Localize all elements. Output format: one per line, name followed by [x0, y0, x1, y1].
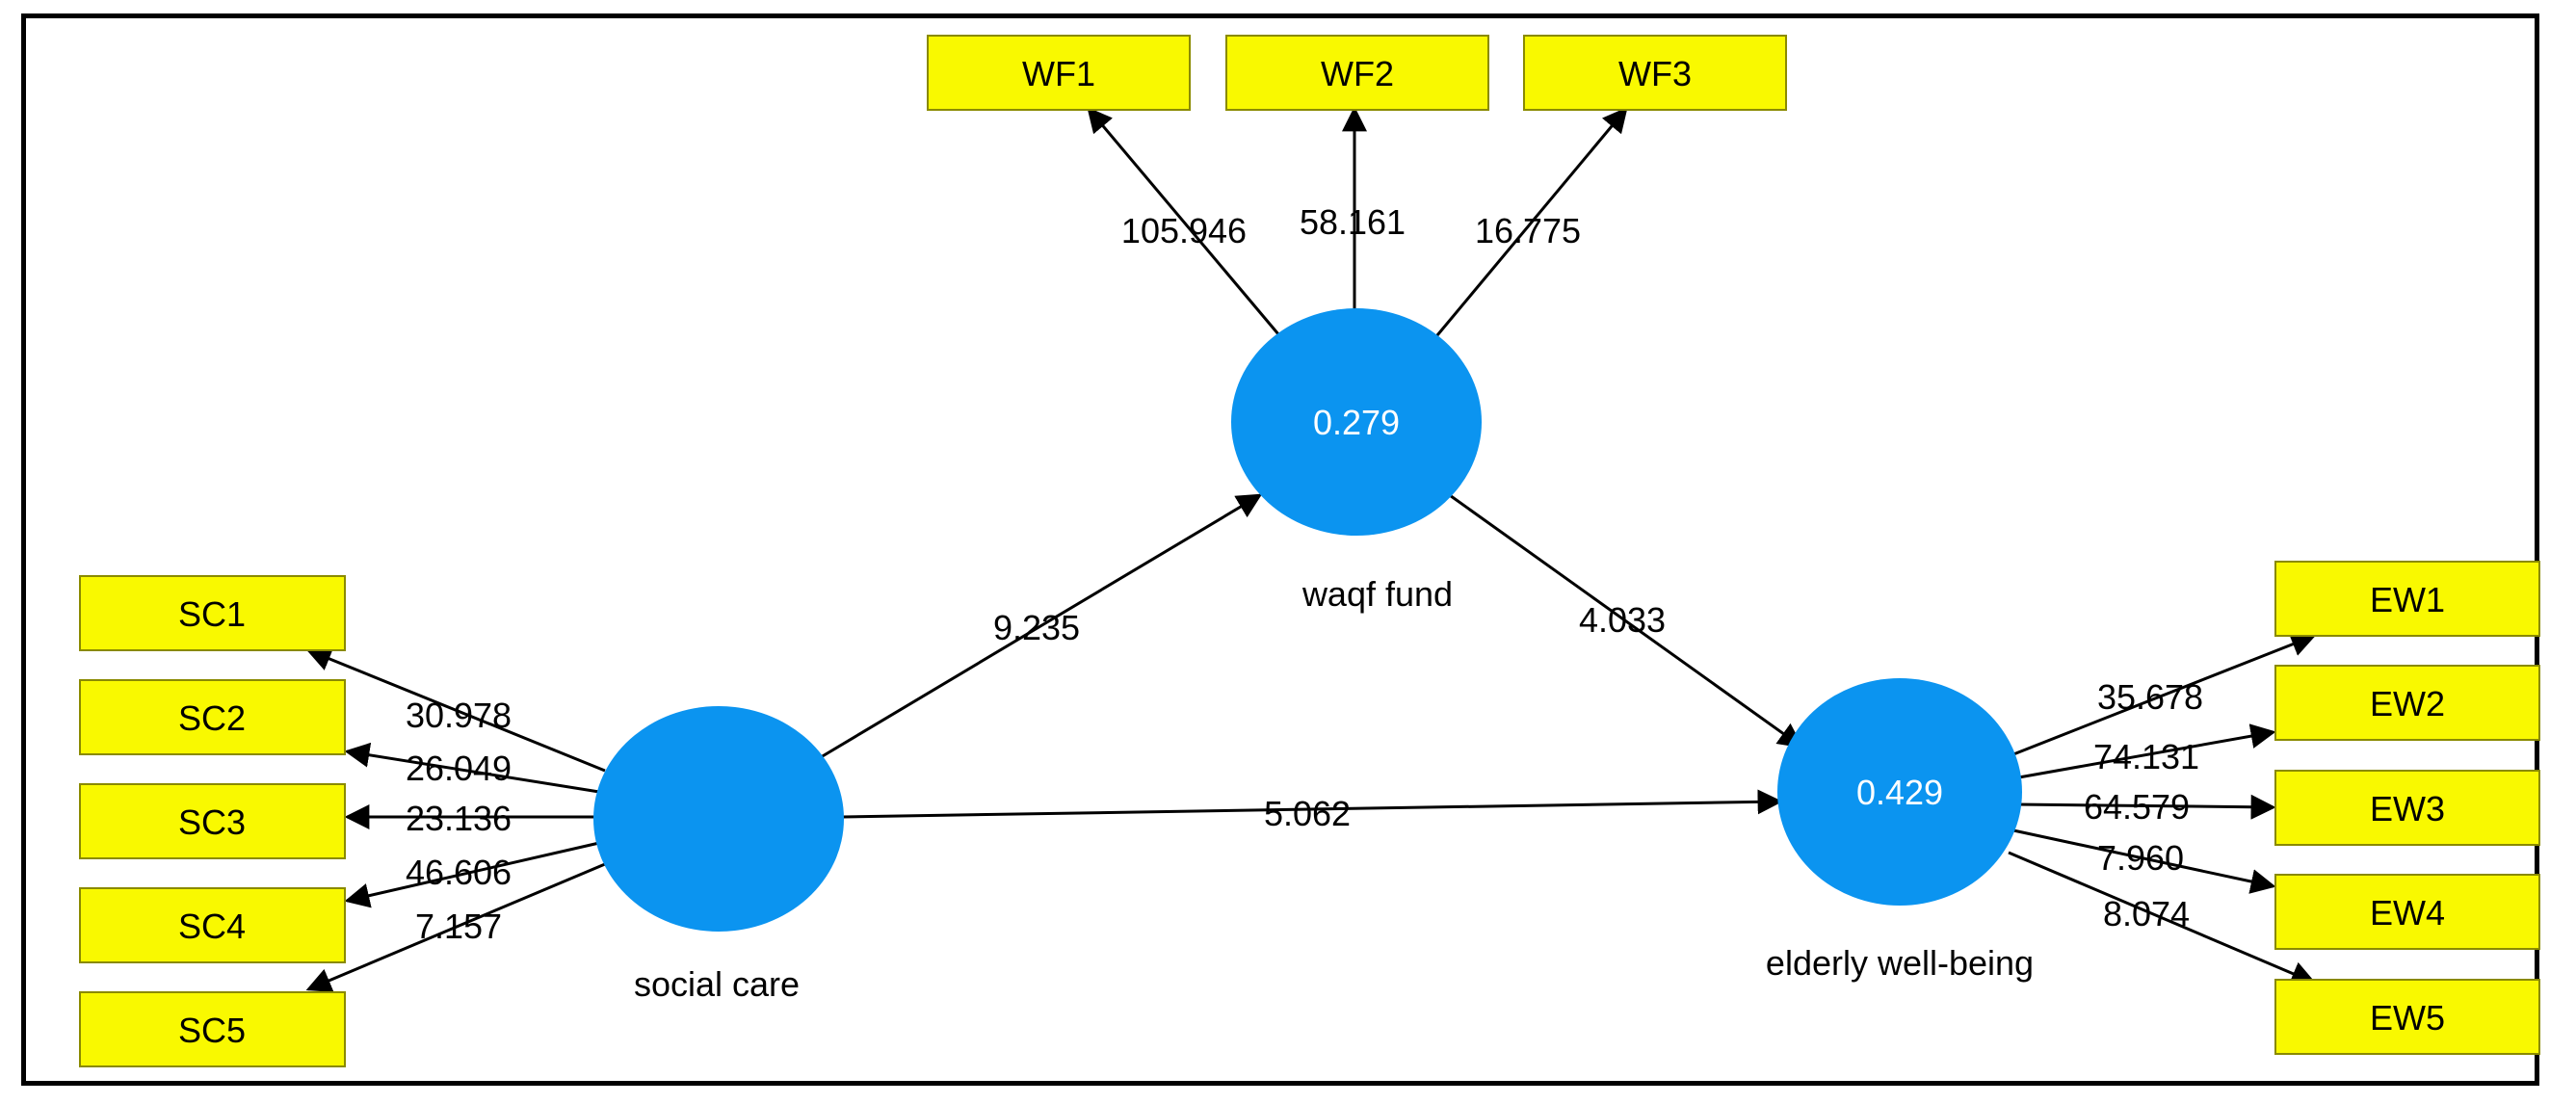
ew-indicators: EW1 EW2 EW3 EW4 EW5 — [2274, 561, 2540, 1055]
loading-sc1: 30.978 — [406, 696, 512, 735]
indicator-label-sc4: SC4 — [178, 907, 246, 946]
loading-ew4: 7.960 — [2097, 838, 2184, 878]
edge-ew2 — [2012, 723, 2276, 780]
indicator-label-wf2: WF2 — [1321, 54, 1394, 93]
indicator-box-sc1[interactable] — [79, 575, 346, 651]
path-coef-social-care-to-elderly-well-being: 5.062 — [1264, 794, 1351, 833]
path-coef-social-care-to-waqf-fund: 9.235 — [993, 608, 1080, 647]
indicator-box-ew3[interactable] — [2274, 770, 2540, 846]
edges — [305, 106, 2317, 992]
indicator-box-ew4[interactable] — [2274, 874, 2540, 950]
edge-ew3 — [2015, 794, 2276, 820]
edge-sc2 — [344, 742, 600, 794]
loading-wf3: 16.775 — [1475, 211, 1581, 250]
indicator-label-ew5: EW5 — [2370, 998, 2445, 1038]
indicator-box-ew1[interactable] — [2274, 561, 2540, 637]
path-coefficient-labels: 9.235 4.033 5.062 — [993, 600, 1666, 833]
loading-ew5: 8.074 — [2103, 894, 2190, 933]
construct-social-care-label: social care — [634, 964, 800, 1004]
indicator-label-ew1: EW1 — [2370, 580, 2445, 619]
indicator-label-wf3: WF3 — [1618, 54, 1692, 93]
edge-ew1 — [2008, 632, 2317, 758]
loading-ew1: 35.678 — [2097, 677, 2203, 717]
sc-indicators: SC1 SC2 SC3 SC4 SC5 — [79, 575, 346, 1067]
edge-sc5 — [305, 862, 606, 992]
indicator-box-ew2[interactable] — [2274, 665, 2540, 741]
indicator-label-sc1: SC1 — [178, 594, 246, 634]
edge-sc1 — [305, 646, 606, 773]
path-waqf-fund-to-elderly-well-being — [1446, 491, 1804, 749]
indicator-box-sc4[interactable] — [79, 887, 346, 963]
loading-ew3: 64.579 — [2084, 787, 2190, 827]
indicator-label-sc3: SC3 — [178, 802, 246, 842]
path-social-care-to-elderly-well-being — [842, 789, 1783, 819]
indicator-box-wf3[interactable] — [1523, 35, 1787, 111]
edge-sc4 — [344, 841, 600, 908]
indicator-label-ew4: EW4 — [2370, 893, 2445, 933]
path-social-care-to-waqf-fund — [820, 493, 1263, 759]
indicator-box-sc3[interactable] — [79, 783, 346, 859]
diagram-frame — [21, 13, 2539, 1086]
loading-wf2: 58.161 — [1300, 202, 1406, 242]
indicator-label-ew2: EW2 — [2370, 684, 2445, 723]
indicator-label-ew3: EW3 — [2370, 789, 2445, 828]
edge-wf1 — [1087, 107, 1291, 348]
construct-elderly-well-being-label: elderly well-being — [1766, 943, 2034, 983]
loading-sc3: 23.136 — [406, 799, 512, 838]
indicator-label-wf1: WF1 — [1022, 54, 1095, 93]
construct-elderly-well-being-r2: 0.429 — [1856, 773, 1943, 812]
construct-social-care[interactable] — [593, 706, 844, 932]
indicator-box-sc5[interactable] — [79, 991, 346, 1067]
wf-indicators: WF1 WF2 WF3 — [927, 35, 1787, 111]
path-coef-waqf-fund-to-elderly-well-being: 4.033 — [1579, 600, 1666, 640]
indicator-box-sc2[interactable] — [79, 679, 346, 755]
loading-labels: 105.946 58.161 16.775 30.978 26.049 23.1… — [406, 202, 2203, 946]
loading-ew2: 74.131 — [2093, 737, 2199, 776]
construct-waqf-fund[interactable] — [1231, 308, 1482, 536]
edge-ew5 — [2008, 851, 2317, 986]
constructs: 0.279 waqf fund social care 0.429 elderl… — [593, 308, 2034, 1004]
loading-wf1: 105.946 — [1121, 211, 1247, 250]
indicator-box-wf1[interactable] — [927, 35, 1191, 111]
indicator-box-ew5[interactable] — [2274, 979, 2540, 1055]
indicator-box-wf2[interactable] — [1225, 35, 1489, 111]
construct-waqf-fund-r2: 0.279 — [1313, 403, 1400, 442]
loading-sc4: 46.606 — [406, 853, 512, 892]
loading-sc2: 26.049 — [406, 749, 512, 788]
loading-sc5: 7.157 — [415, 907, 502, 946]
construct-elderly-well-being[interactable] — [1777, 678, 2022, 906]
edge-wf3 — [1426, 107, 1628, 348]
construct-waqf-fund-label: waqf fund — [1301, 574, 1453, 614]
edge-ew4 — [2012, 828, 2276, 894]
indicator-label-sc2: SC2 — [178, 698, 246, 738]
indicator-label-sc5: SC5 — [178, 1011, 246, 1050]
